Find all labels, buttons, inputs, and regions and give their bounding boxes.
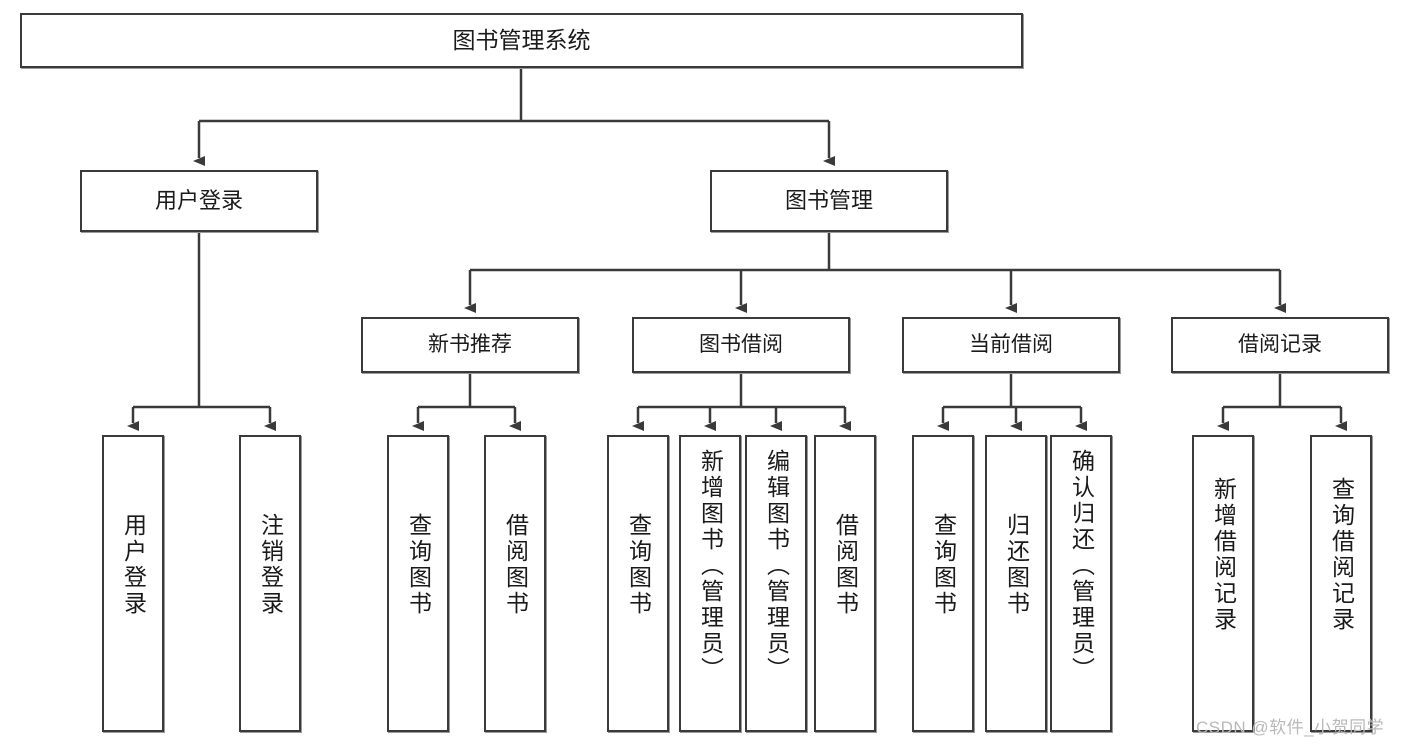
- node-leaf-add-book-admin-label: 新增图书（管理员）: [697, 449, 724, 683]
- node-leaf-query-book-2[interactable]: 查询图书: [607, 435, 669, 732]
- node-borrow-record[interactable]: 借阅记录: [1171, 317, 1389, 373]
- node-leaf-edit-book-admin[interactable]: 编辑图书（管理员）: [745, 435, 807, 732]
- node-leaf-confirm-return-admin-label: 确认归还（管理员）: [1068, 449, 1095, 683]
- node-user-login-label: 用户登录: [154, 188, 243, 214]
- node-leaf-borrow-book-2[interactable]: 借阅图书: [814, 435, 876, 732]
- node-leaf-add-borrow-record[interactable]: 新增借阅记录: [1192, 435, 1254, 732]
- node-book-borrow[interactable]: 图书借阅: [632, 317, 850, 373]
- node-leaf-logout-label: 注销登录: [257, 513, 284, 617]
- node-leaf-borrow-book-1[interactable]: 借阅图书: [484, 435, 546, 732]
- node-leaf-add-book-admin[interactable]: 新增图书（管理员）: [679, 435, 741, 732]
- node-root[interactable]: 图书管理系统: [20, 13, 1023, 68]
- node-book-manage[interactable]: 图书管理: [710, 170, 948, 232]
- node-leaf-query-book-1-label: 查询图书: [405, 513, 432, 617]
- node-leaf-borrow-book-1-label: 借阅图书: [502, 513, 529, 617]
- node-current-borrow-label: 当前借阅: [969, 332, 1053, 356]
- node-current-borrow[interactable]: 当前借阅: [902, 317, 1120, 373]
- node-leaf-borrow-book-2-label: 借阅图书: [832, 513, 859, 617]
- node-root-label: 图书管理系统: [452, 27, 591, 54]
- csdn-watermark: CSDN @软件_小贺同学: [1196, 718, 1385, 737]
- node-leaf-query-book-3[interactable]: 查询图书: [912, 435, 974, 732]
- node-leaf-query-book-1[interactable]: 查询图书: [387, 435, 449, 732]
- node-leaf-query-borrow-record[interactable]: 查询借阅记录: [1310, 435, 1372, 732]
- node-user-login[interactable]: 用户登录: [80, 170, 318, 232]
- node-leaf-add-borrow-record-label: 新增借阅记录: [1210, 477, 1237, 633]
- node-leaf-return-book-label: 归还图书: [1003, 513, 1030, 617]
- node-leaf-user-login-label: 用户登录: [120, 513, 147, 617]
- node-leaf-edit-book-admin-label: 编辑图书（管理员）: [763, 449, 790, 683]
- node-borrow-record-label: 借阅记录: [1238, 332, 1322, 356]
- node-new-book-rec[interactable]: 新书推荐: [361, 317, 579, 373]
- node-leaf-confirm-return-admin[interactable]: 确认归还（管理员）: [1050, 435, 1112, 732]
- node-new-book-rec-label: 新书推荐: [428, 332, 512, 356]
- node-book-borrow-label: 图书借阅: [699, 332, 783, 356]
- node-leaf-logout[interactable]: 注销登录: [239, 435, 301, 732]
- node-book-manage-label: 图书管理: [784, 188, 873, 214]
- node-leaf-return-book[interactable]: 归还图书: [985, 435, 1047, 732]
- node-leaf-query-book-2-label: 查询图书: [625, 513, 652, 617]
- node-leaf-query-borrow-record-label: 查询借阅记录: [1328, 477, 1355, 633]
- node-leaf-user-login[interactable]: 用户登录: [102, 435, 164, 732]
- node-leaf-query-book-3-label: 查询图书: [930, 513, 957, 617]
